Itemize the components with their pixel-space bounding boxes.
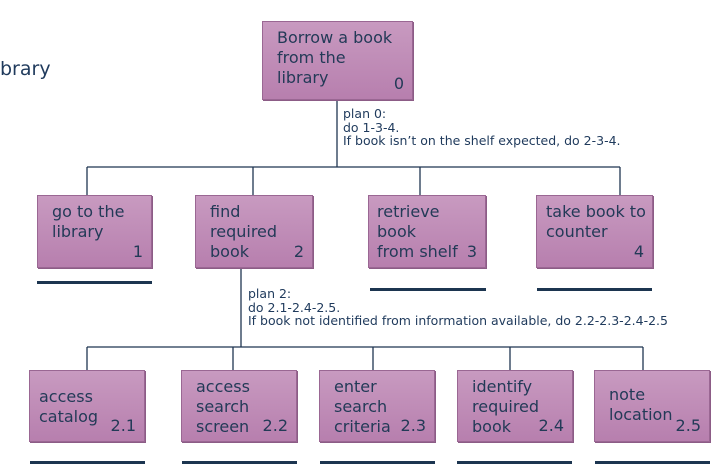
leaf-underline [595, 461, 710, 464]
task-node-1: go to the library 1 [37, 195, 152, 268]
task-label: note location [609, 385, 673, 424]
task-number: 4 [633, 242, 644, 261]
task-number: 2.1 [110, 416, 136, 435]
task-number: 2.2 [262, 416, 288, 435]
leaf-underline [457, 461, 572, 464]
task-label: Borrow a book from the library [277, 28, 393, 87]
task-label: go to the library [52, 202, 125, 241]
leaf-underline [37, 281, 152, 284]
task-label: find required book [210, 202, 278, 261]
task-label: enter search criteria [334, 377, 391, 436]
task-label: retrieve book from shelf [377, 202, 458, 261]
leaf-underline [30, 461, 145, 464]
leaf-underline [537, 288, 652, 291]
leaf-underline [320, 461, 435, 464]
task-label: access search screen [196, 377, 250, 436]
title-fragment: brary [0, 58, 51, 80]
task-number: 3 [466, 242, 477, 261]
task-node-2-4: identify required book 2.4 [457, 370, 573, 442]
task-node-2-5: note location 2.5 [594, 370, 710, 442]
task-node-2-3: enter search criteria 2.3 [319, 370, 435, 442]
task-number: 2 [293, 242, 304, 261]
task-node-4: take book to counter 4 [536, 195, 653, 268]
plan-2: plan 2: do 2.1-2.4-2.5. If book not iden… [248, 286, 668, 328]
task-number: 0 [393, 74, 404, 93]
task-label: identify required book [472, 377, 540, 436]
task-label: access catalog [39, 387, 99, 426]
task-number: 2.5 [675, 416, 701, 435]
leaf-underline [182, 461, 297, 464]
leaf-underline [370, 288, 486, 291]
task-node-2-1: access catalog 2.1 [29, 370, 145, 442]
task-node-0: Borrow a book from the library 0 [262, 21, 413, 100]
task-node-3: retrieve book from shelf 3 [368, 195, 486, 268]
task-number: 1 [132, 242, 143, 261]
task-node-2: find required book 2 [195, 195, 313, 268]
task-number: 2.3 [400, 416, 426, 435]
task-node-2-2: access search screen 2.2 [181, 370, 297, 442]
task-number: 2.4 [538, 416, 564, 435]
task-label: take book to counter [546, 202, 646, 241]
plan-0: plan 0: do 1-3-4. If book isn’t on the s… [343, 106, 621, 148]
